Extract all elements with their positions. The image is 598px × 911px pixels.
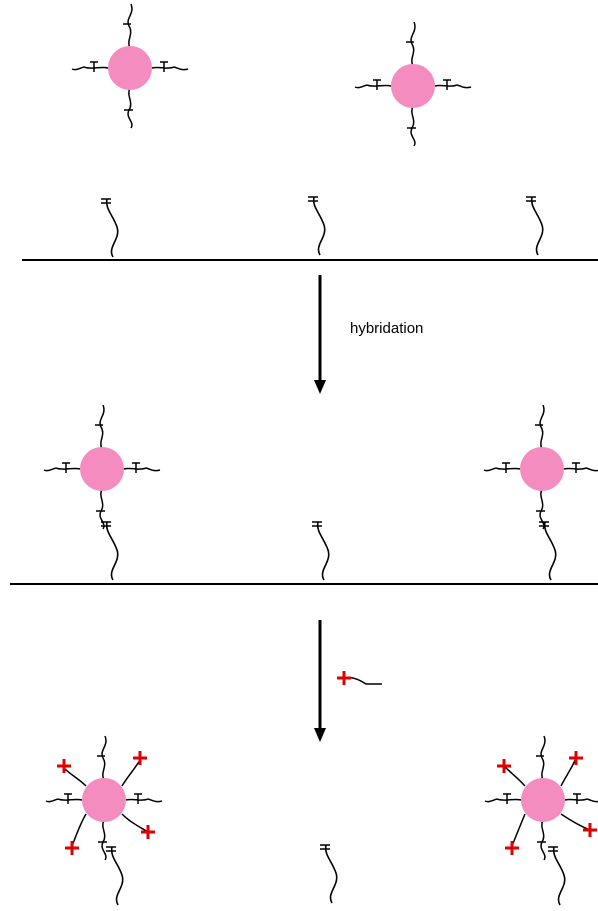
arrow-hybridation	[314, 275, 326, 394]
arrow-reporter	[314, 620, 326, 742]
reporter-strand	[337, 671, 382, 685]
probe-1	[101, 199, 118, 257]
particle-6	[485, 736, 598, 860]
particle-2	[355, 22, 471, 146]
hybridation-label: hybridation	[350, 320, 423, 337]
probe-6	[539, 522, 556, 580]
probe-9	[548, 847, 565, 905]
particle-1	[72, 4, 188, 128]
particle-3	[44, 405, 160, 529]
probe-7	[106, 847, 123, 905]
particle-4	[484, 405, 598, 529]
probe-2	[308, 197, 325, 255]
probe-5	[312, 522, 329, 580]
particle-5	[46, 736, 162, 860]
probe-3	[526, 197, 543, 255]
probe-4	[101, 522, 118, 580]
probe-8	[320, 845, 337, 903]
